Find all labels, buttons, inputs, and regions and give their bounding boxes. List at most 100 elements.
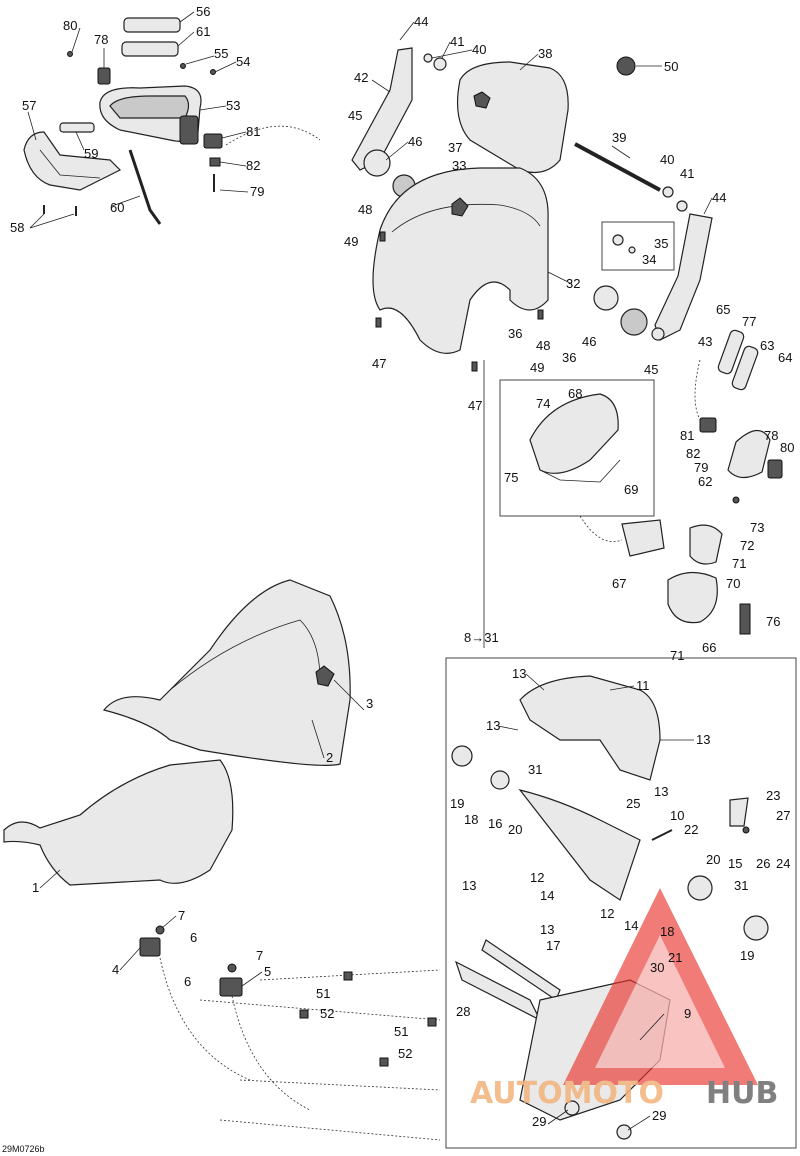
callout-20: 20 <box>508 822 522 837</box>
callout-13c: 13 <box>696 732 710 747</box>
callout-21: 21 <box>668 950 682 965</box>
part-37-logo <box>473 91 491 109</box>
callout-16: 16 <box>488 816 502 831</box>
callout-73: 73 <box>750 520 764 535</box>
passenger-handle-assembly <box>23 17 321 225</box>
callout-79: 79 <box>250 184 264 199</box>
callout-62: 62 <box>698 474 712 489</box>
callout-82: 82 <box>246 158 260 173</box>
callout-40: 40 <box>472 42 486 57</box>
part-65-grip <box>717 329 745 375</box>
callout-30: 30 <box>650 960 664 975</box>
part-57-detail <box>39 149 101 179</box>
callout-43: 43 <box>698 334 712 349</box>
callout-1: 1 <box>32 880 39 895</box>
callout-71b: 71 <box>670 648 684 663</box>
right-handle-assembly <box>499 329 783 635</box>
callout-13b: 13 <box>486 718 500 733</box>
part-54-nut <box>210 69 216 75</box>
callout-49: 49 <box>344 234 358 249</box>
callout-7b: 7 <box>256 948 263 963</box>
callout-7: 7 <box>178 908 185 923</box>
callout-71: 71 <box>732 556 746 571</box>
part-51-clip-right <box>427 1017 437 1027</box>
callout-labels: 80 78 56 61 55 54 53 81 82 79 57 59 60 5… <box>2 4 794 1154</box>
callout-35: 35 <box>654 236 668 251</box>
callout-48: 48 <box>358 202 372 217</box>
callout-25: 25 <box>626 796 640 811</box>
callout-44b: 44 <box>712 190 726 205</box>
part-38-backrest <box>456 61 569 173</box>
part-16-plate <box>490 770 510 790</box>
callout-61: 61 <box>196 24 210 39</box>
callout-20b: 20 <box>706 852 720 867</box>
watermark-text-2: HUB <box>706 1076 778 1111</box>
callout-26: 26 <box>756 856 770 871</box>
part-59-grip <box>59 122 95 133</box>
part-40-washer-right <box>662 186 674 198</box>
callout-69: 69 <box>624 482 638 497</box>
callout-11: 11 <box>636 678 650 693</box>
callout-33: 33 <box>452 158 466 173</box>
callout-3: 3 <box>366 696 373 711</box>
part-47-pin-right <box>471 361 478 372</box>
part-46-ring-right <box>620 308 648 336</box>
callout-23: 23 <box>766 788 780 803</box>
callout-56: 56 <box>196 4 210 19</box>
part-58-screws <box>43 205 77 216</box>
callout-41b: 41 <box>680 166 694 181</box>
part-39-shaft <box>574 142 661 192</box>
callout-81b: 81 <box>680 428 694 443</box>
callout-24: 24 <box>776 856 790 871</box>
callout-64: 64 <box>778 350 792 365</box>
callout-78: 78 <box>94 32 108 47</box>
part-45-washer <box>651 327 665 341</box>
callout-82b: 82 <box>686 446 700 461</box>
callout-42: 42 <box>354 70 368 85</box>
callout-57: 57 <box>22 98 36 113</box>
cable-route-left <box>225 125 321 146</box>
detail-box-68-75 <box>499 379 655 517</box>
callout-51b: 51 <box>394 1024 408 1039</box>
callout-67: 67 <box>612 576 626 591</box>
part-34-screw <box>628 246 636 254</box>
callout-6: 6 <box>190 930 197 945</box>
part-2-seat <box>102 579 351 766</box>
part-55-cable-end <box>180 63 186 69</box>
callout-52: 52 <box>320 1006 334 1021</box>
part-32-seat <box>372 167 549 354</box>
part-19-gear <box>451 745 473 767</box>
callout-65: 65 <box>716 302 730 317</box>
callout-34: 34 <box>642 252 656 267</box>
part-78-switch <box>97 67 111 85</box>
callout-45: 45 <box>348 108 362 123</box>
watermark-text-1: AUTOMOTO <box>470 1076 664 1111</box>
callout-9: 9 <box>684 1006 691 1021</box>
part-3-logo <box>315 665 335 687</box>
callout-59: 59 <box>84 146 98 161</box>
leader-lines <box>27 11 713 1131</box>
callout-13d: 13 <box>654 784 668 799</box>
callout-13f: 13 <box>540 922 554 937</box>
callout-10: 10 <box>670 808 684 823</box>
part-29-bumper <box>564 1100 580 1116</box>
callout-18: 18 <box>464 812 478 827</box>
part-40-washer <box>423 53 433 63</box>
cable-route-right <box>694 359 701 421</box>
callout-13a: 13 <box>512 666 526 681</box>
callout-40b: 40 <box>660 152 674 167</box>
part-70-housing <box>689 524 723 565</box>
callout-68: 68 <box>568 386 582 401</box>
callout-31b: 31 <box>734 878 748 893</box>
callout-17: 17 <box>546 938 560 953</box>
callout-32: 32 <box>566 276 580 291</box>
part-23-latch <box>729 797 749 827</box>
callout-74: 74 <box>536 396 550 411</box>
callout-55: 55 <box>214 46 228 61</box>
callout-81: 81 <box>246 124 260 139</box>
part-53-handle-inner <box>109 95 190 119</box>
part-29-bumper-right <box>616 1124 632 1140</box>
part-81-bracket <box>203 133 223 149</box>
part-4-bracket <box>139 937 161 957</box>
part-80-screw <box>67 51 73 57</box>
